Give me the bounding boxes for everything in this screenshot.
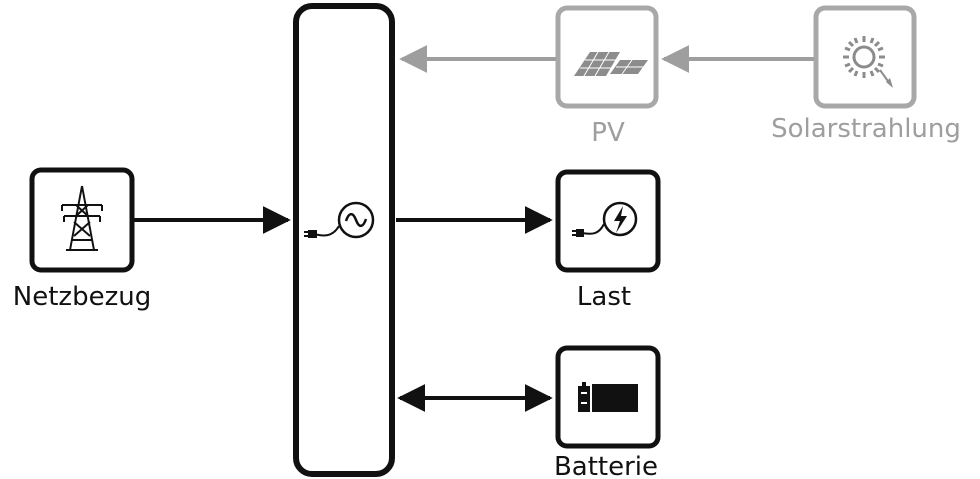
power-pylon-icon (61, 185, 103, 251)
sun-icon (843, 36, 893, 88)
converter-bar[interactable] (293, 3, 395, 477)
solar-panel-icon (574, 51, 648, 77)
load-label: Last (577, 282, 631, 312)
plug-ac-icon (304, 201, 375, 239)
battery-icon (578, 382, 638, 412)
solar-node[interactable]: Solarstrahlung (771, 5, 961, 144)
pv-label: PV (591, 118, 625, 148)
battery-node[interactable]: Batterie (554, 345, 661, 479)
grid-node[interactable]: Netzbezug (13, 167, 151, 312)
solar-label: Solarstrahlung (771, 114, 961, 144)
pv-node[interactable]: PV (555, 5, 659, 148)
plug-lightning-icon (572, 201, 638, 237)
grid-label: Netzbezug (13, 282, 151, 312)
battery-label: Batterie (554, 452, 658, 479)
load-node[interactable]: Last (555, 169, 661, 312)
